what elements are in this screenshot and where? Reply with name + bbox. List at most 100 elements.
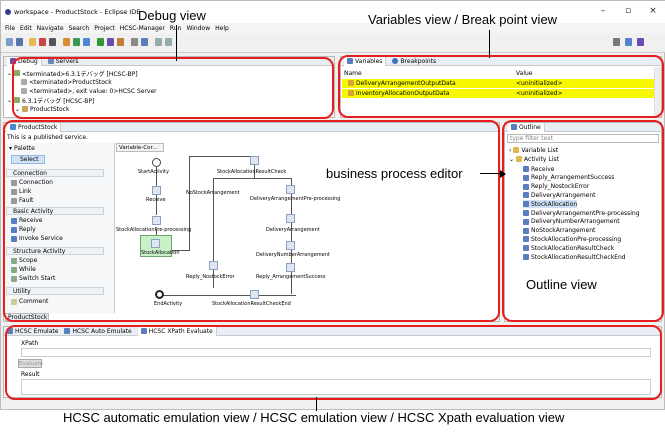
tab-servers[interactable]: Servers xyxy=(47,58,79,65)
step-return-icon[interactable] xyxy=(83,38,90,46)
suspend-icon[interactable] xyxy=(39,38,46,46)
nostock-error-node[interactable] xyxy=(209,261,218,270)
vertical-scrollbar[interactable] xyxy=(654,67,661,117)
outline-activity-item[interactable]: Receive xyxy=(523,165,555,173)
end-activity-node[interactable] xyxy=(155,290,164,299)
palette-item-connection[interactable]: Connection xyxy=(11,179,53,186)
debug-item[interactable]: <terminated>ProductStock xyxy=(21,78,112,86)
menu-navigate[interactable]: Navigate xyxy=(36,24,64,32)
column-header-value[interactable]: Value xyxy=(516,69,533,77)
outline-activity-item[interactable]: NoStockArrangement xyxy=(523,227,595,235)
comment-icon xyxy=(11,298,17,305)
palette-item-link[interactable]: Link xyxy=(11,188,31,195)
debug-item[interactable]: ⌄6.3.1デバッグ [HCSC-BP] xyxy=(7,96,94,105)
outline-item-label: DeliveryArrangementPre-processing xyxy=(531,209,640,217)
column-header-name[interactable]: Name xyxy=(344,69,362,77)
variables-view: Variables Breakpoints Name Value Deliver… xyxy=(340,56,662,118)
resume-icon[interactable] xyxy=(29,38,36,46)
process-canvas[interactable]: Variable-Cor... StartActivity Receive St… xyxy=(116,143,499,313)
evaluate-button[interactable]: Evaluate xyxy=(18,359,43,368)
debug-item[interactable]: ⌄<terminated>6.3.1デバッグ [HCSC-BP] xyxy=(7,69,138,78)
quick-access-icon[interactable] xyxy=(613,38,620,46)
palette-item-invoke-service[interactable]: Invoke Service xyxy=(11,235,63,242)
delivery-number-node[interactable] xyxy=(286,241,295,250)
outline-activity-item[interactable]: StockAllocation xyxy=(523,200,578,209)
reply-success-node[interactable] xyxy=(286,263,295,272)
palette-item-receive[interactable]: Receive xyxy=(11,217,43,224)
variable-row[interactable]: DeliveryArrangementOutputData <uninitial… xyxy=(342,79,654,88)
outline-activity-item[interactable]: StockAllocationResultCheckEnd xyxy=(523,253,626,261)
open-type-icon[interactable] xyxy=(141,38,148,46)
save-icon[interactable] xyxy=(16,38,23,46)
tab-hcsc-auto-emulate[interactable]: HCSC Auto Emulate xyxy=(64,328,132,335)
external-tools-icon[interactable] xyxy=(117,38,124,46)
stop-icon[interactable] xyxy=(49,38,56,46)
palette-item-fault[interactable]: Fault xyxy=(11,197,33,204)
delivery-arrangement-node[interactable] xyxy=(286,214,295,223)
flow-line xyxy=(254,156,255,178)
perspective-icon[interactable] xyxy=(625,38,632,46)
outline-activity-item[interactable]: StockAllocationResultCheck xyxy=(523,244,614,252)
result-check-end-node[interactable] xyxy=(250,290,259,299)
pre-processing-node[interactable] xyxy=(152,216,161,225)
menu-run[interactable]: Run xyxy=(170,25,182,32)
step-over-icon[interactable] xyxy=(73,38,80,46)
outline-activity-item[interactable]: StockAllocationPre-processing xyxy=(523,235,621,243)
palette-menu-icon[interactable]: ▾ xyxy=(9,144,13,152)
palette-item-switch-start[interactable]: Switch Start xyxy=(11,275,55,282)
palette-item-while[interactable]: While xyxy=(11,266,36,273)
xpath-input[interactable] xyxy=(21,348,651,357)
forward-icon[interactable] xyxy=(165,38,172,46)
outline-activity-item[interactable]: DeliveryArrangement xyxy=(523,191,596,199)
tab-variables[interactable]: Variables xyxy=(344,56,387,66)
menu-hcsc-manager[interactable]: HCSC-Manager xyxy=(119,24,165,32)
receive-node[interactable] xyxy=(152,186,161,195)
menu-project[interactable]: Project xyxy=(94,24,115,32)
outline-activity-item[interactable]: DeliveryArrangementPre-processing xyxy=(523,209,640,217)
debug-icon[interactable] xyxy=(107,38,114,46)
palette-item-comment[interactable]: Comment xyxy=(11,298,48,305)
variable-correlation-tab[interactable]: Variable-Cor... xyxy=(116,143,164,152)
result-check-node[interactable] xyxy=(250,156,259,165)
outline-activity-item[interactable]: Reply_ArrangementSuccess xyxy=(523,174,614,182)
palette-item-reply[interactable]: Reply xyxy=(11,226,36,233)
start-activity-node[interactable] xyxy=(152,158,161,167)
outline-filter-input[interactable]: type filter text xyxy=(507,134,659,143)
tab-productstock-label: ProductStock xyxy=(18,123,58,131)
debug-item[interactable]: <terminated>, exit value: 0>HCSC Server xyxy=(21,87,157,95)
server-icon xyxy=(47,58,54,64)
new-icon[interactable] xyxy=(6,38,13,46)
hcsc-highlight xyxy=(5,325,662,400)
palette-section-utility[interactable]: Utility xyxy=(6,287,104,295)
palette-select-tool[interactable]: Select xyxy=(11,155,45,164)
menu-file[interactable]: File xyxy=(5,24,16,32)
tab-hcsc-xpath-evaluate[interactable]: HCSC XPath Evaluate xyxy=(137,326,217,336)
pointer-line xyxy=(316,397,317,411)
close-button[interactable]: × xyxy=(649,6,657,16)
search-icon[interactable] xyxy=(131,38,138,46)
tab-productstock[interactable]: ProductStock xyxy=(7,122,62,132)
variable-row[interactable]: InventoryAllocationOutputData <uninitial… xyxy=(342,89,654,98)
minimize-button[interactable]: – xyxy=(600,6,606,16)
menu-help[interactable]: Help xyxy=(215,24,229,32)
tab-outline[interactable]: Outline xyxy=(508,122,545,132)
palette-section-basic-activity[interactable]: Basic Activity xyxy=(6,207,104,215)
run-icon[interactable] xyxy=(97,38,104,46)
outline-activity-list[interactable]: ⌄Activity List xyxy=(509,155,559,163)
outline-variable-list[interactable]: ›Variable List xyxy=(509,146,558,154)
palette-section-structure-activity[interactable]: Structure Activity xyxy=(6,247,104,255)
debug-perspective-icon[interactable] xyxy=(637,38,644,46)
palette-item-scope[interactable]: Scope xyxy=(11,257,37,264)
delivery-pre-node[interactable] xyxy=(286,185,295,194)
tab-breakpoints[interactable]: Breakpoints xyxy=(392,58,436,65)
outline-activity-item[interactable]: Reply_NostockError xyxy=(523,183,589,191)
menu-search[interactable]: Search xyxy=(68,24,90,32)
maximize-button[interactable]: ▫ xyxy=(624,6,632,16)
back-icon[interactable] xyxy=(155,38,162,46)
menu-edit[interactable]: Edit xyxy=(20,24,32,32)
step-into-icon[interactable] xyxy=(63,38,70,46)
menu-window[interactable]: Window xyxy=(186,24,211,32)
outline-activity-item[interactable]: DeliveryNumberArrangement xyxy=(523,218,620,226)
result-area[interactable] xyxy=(21,379,651,395)
palette-section-connection[interactable]: Connection xyxy=(6,169,104,177)
